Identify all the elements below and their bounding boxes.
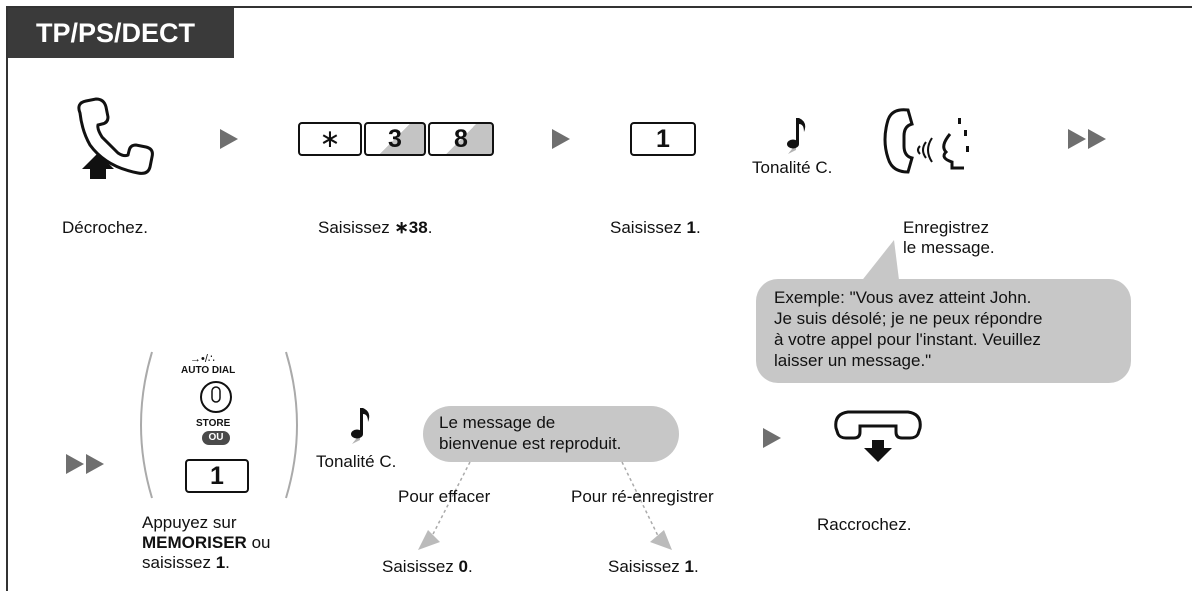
- key-one: 1: [185, 459, 249, 493]
- record-caption: Enregistrez le message.: [903, 218, 995, 258]
- key-eight: 8: [428, 122, 494, 156]
- dial-caption-prefix: Saisissez: [318, 218, 395, 237]
- enter-one-prefix: Saisissez: [610, 218, 687, 237]
- press-caption-line3: saisissez 1.: [142, 553, 270, 573]
- dial-caption-suffix: .: [427, 218, 433, 237]
- option-group-bracket-right: [285, 351, 298, 499]
- tone-label: Tonalité C.: [316, 452, 397, 471]
- enter-zero-value: 0: [458, 557, 468, 576]
- frame-top-border: [6, 6, 1192, 8]
- store-button-icon: [200, 381, 232, 413]
- frame-left-border: [6, 6, 8, 591]
- tone-note-icon: [351, 408, 370, 444]
- enter-one-suffix: .: [696, 218, 701, 237]
- example-line-1: Exemple: "Vous avez atteint John.: [774, 288, 1032, 307]
- example-line-2: Je suis désolé; je ne peux répondre: [774, 309, 1043, 328]
- enter-zero-caption: Saisissez 0.: [382, 557, 473, 577]
- autodial-label: AUTO DIAL: [181, 365, 236, 376]
- example-bubble-tail: [856, 240, 900, 288]
- enter-one-rerecord-caption: Saisissez 1.: [608, 557, 699, 577]
- enter-one-caption: Saisissez 1.: [610, 218, 701, 238]
- step-arrow-icon: [763, 428, 781, 448]
- press-caption-prefix: saisissez: [142, 553, 216, 572]
- playback-bubble: Le message de bienvenue est reproduit.: [423, 406, 679, 462]
- on-hook-handset-icon: [834, 410, 922, 462]
- step-arrow-icon: [220, 129, 238, 149]
- record-caption-line2: le message.: [903, 238, 995, 257]
- enter-zero-suffix: .: [468, 557, 473, 576]
- enter-one-rerecord-suffix: .: [694, 557, 699, 576]
- store-label: STORE: [196, 418, 231, 429]
- example-message-bubble: Exemple: "Vous avez atteint John. Je sui…: [756, 279, 1131, 383]
- arrow-dial-symbol: →•/∴: [190, 353, 215, 365]
- rerecord-branch-arrow: [621, 461, 672, 550]
- option-group-bracket-left: [140, 351, 153, 499]
- press-caption-line2: MEMORISER ou: [142, 533, 270, 553]
- example-line-3: à votre appel pour l'instant. Veuillez: [774, 330, 1041, 349]
- key-one: 1: [630, 122, 696, 156]
- playback-line-2: bienvenue est reproduit.: [439, 434, 622, 453]
- press-caption-or: ou: [246, 533, 271, 552]
- tone-label: Tonalité C.: [752, 158, 833, 177]
- record-caption-line1: Enregistrez: [903, 218, 989, 237]
- dial-caption-code: ∗38: [394, 218, 428, 237]
- continue-double-arrow-icon: [1068, 129, 1106, 149]
- playback-line-1: Le message de: [439, 413, 556, 432]
- key-three: 3: [364, 122, 426, 156]
- step-arrow-icon: [552, 129, 570, 149]
- enter-one-rerecord-prefix: Saisissez: [608, 557, 685, 576]
- enter-one-value: 1: [686, 218, 696, 237]
- press-caption-suffix: .: [225, 553, 230, 572]
- continue-double-arrow-icon: [66, 454, 104, 474]
- off-hook-handset-icon: [77, 97, 154, 179]
- dial-caption: Saisissez ∗38.: [318, 218, 432, 238]
- enter-zero-prefix: Saisissez: [382, 557, 459, 576]
- press-caption-value: 1: [215, 553, 226, 572]
- key-star: ∗: [298, 122, 362, 156]
- speak-into-handset-icon: [883, 108, 969, 174]
- offhook-caption: Décrochez.: [62, 218, 148, 237]
- or-badge: OU: [202, 431, 230, 445]
- press-caption: Appuyez sur MEMORISER ou saisissez 1.: [142, 513, 270, 573]
- press-caption-line1: Appuyez sur: [142, 513, 237, 532]
- erase-branch-arrow: [418, 461, 471, 550]
- onhook-caption: Raccrochez.: [817, 515, 912, 534]
- press-caption-memoriser: MEMORISER: [142, 533, 247, 552]
- erase-branch-label: Pour effacer: [398, 487, 491, 506]
- tone-note-icon: [787, 118, 806, 154]
- device-tab-label: TP/PS/DECT: [8, 8, 234, 58]
- enter-one-rerecord-value: 1: [684, 557, 694, 576]
- rerecord-branch-label: Pour ré-enregistrer: [571, 487, 714, 506]
- example-line-4: laisser un message.": [774, 351, 932, 370]
